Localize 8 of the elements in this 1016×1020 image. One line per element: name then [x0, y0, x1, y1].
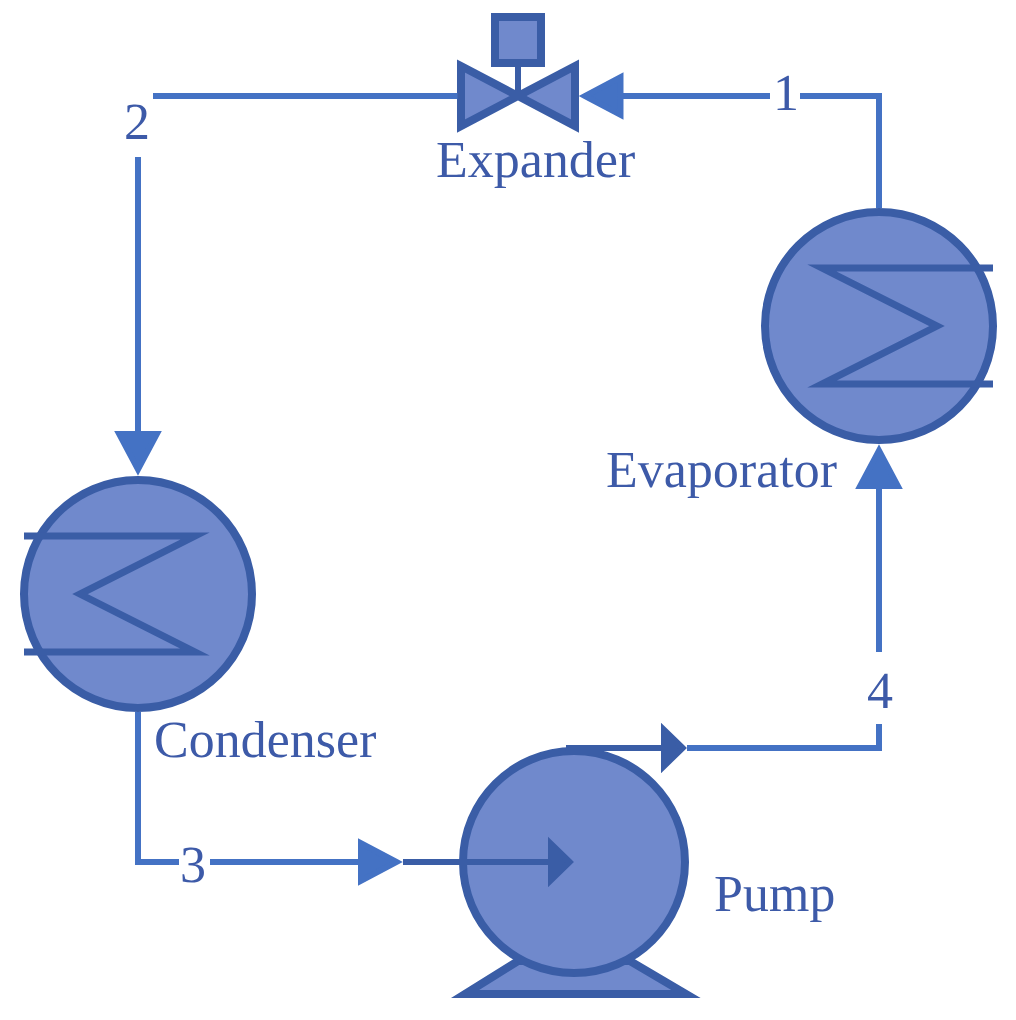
edge-label: 4 — [868, 673, 893, 708]
equipment-label: Expander — [437, 140, 635, 189]
edge-label: 3 — [182, 847, 204, 883]
equipment-label: Condenser — [156, 720, 376, 758]
equipment-label: Pump — [715, 876, 834, 923]
edge-label: 1 — [777, 75, 796, 110]
edge-label: 2 — [126, 104, 148, 139]
equipment-label: Evaporator — [607, 452, 837, 499]
